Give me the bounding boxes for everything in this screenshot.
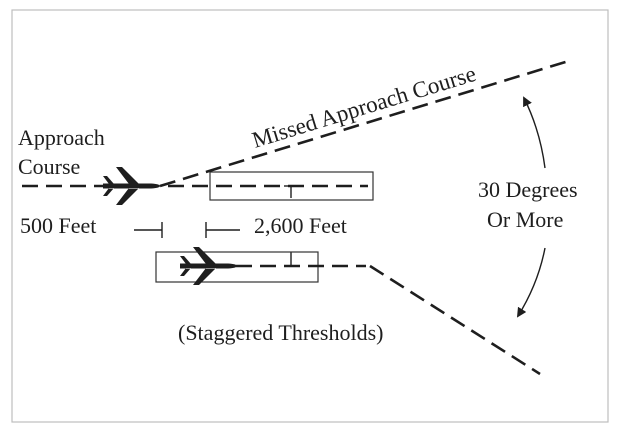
angle-label-line2: Or More [487, 207, 563, 232]
upper-airplane-icon [103, 167, 160, 205]
diverging-course-line [369, 264, 541, 376]
approach-course-label-line2: Course [18, 154, 80, 179]
missed-approach-course-line [159, 58, 573, 188]
angle-label-line1: 30 Degrees [478, 177, 578, 202]
angle-arc-upper-arrow [523, 96, 546, 169]
missed-approach-label: Missed Approach Course [249, 61, 479, 153]
angle-arc-lower-arrow [516, 247, 546, 318]
distance-500-feet-label: 500 Feet [20, 213, 96, 238]
upper-runway [209, 171, 374, 201]
lower-airplane-icon [180, 247, 237, 285]
figure-frame [11, 9, 609, 423]
staggered-thresholds-caption: (Staggered Thresholds) [178, 320, 384, 345]
approach-course-label-line1: Approach [18, 125, 105, 150]
distance-2600-feet-label: 2,600 Feet [254, 213, 347, 238]
